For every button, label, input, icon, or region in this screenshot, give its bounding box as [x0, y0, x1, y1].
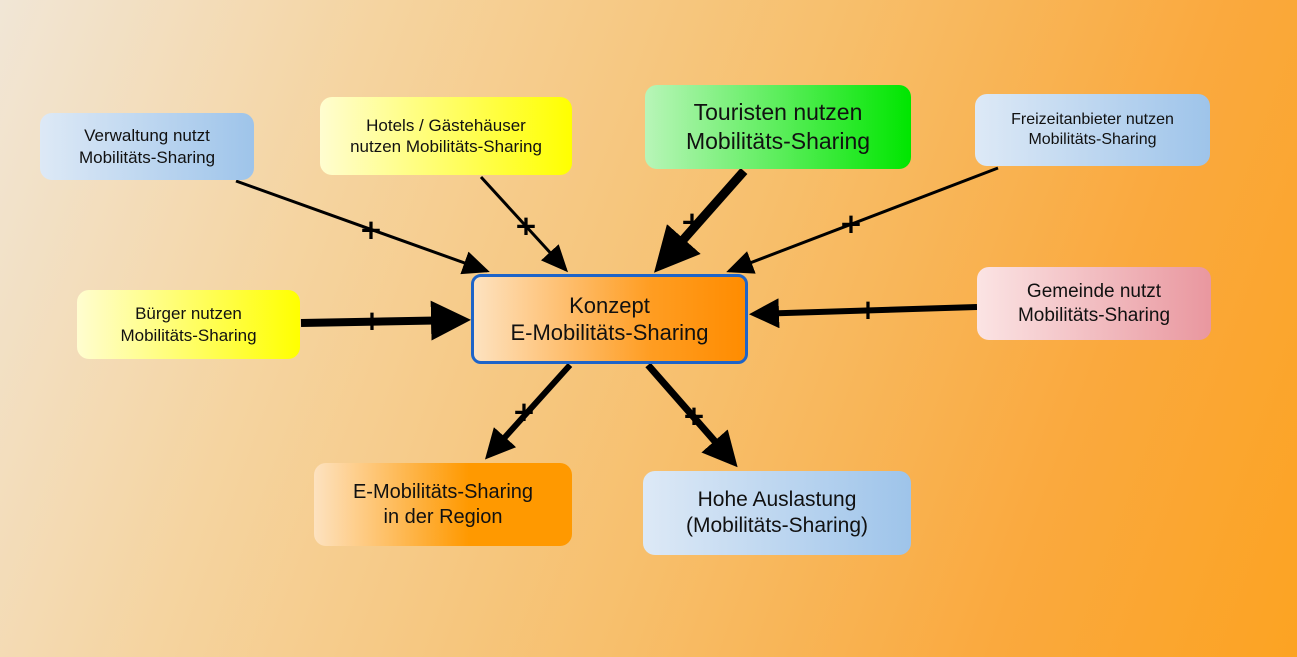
node-buerger-line2: Mobilitäts-Sharing [120, 325, 257, 345]
sign-hotels: + [514, 209, 538, 242]
node-touristen-line1: Touristen nutzen [693, 99, 863, 126]
node-buerger-line1: Bürger nutzen [135, 304, 242, 324]
arrow-gemeinde-to-konzept [749, 298, 978, 329]
node-touristen-line2: Mobilitäts-Sharing [685, 128, 871, 154]
arrow-freizeit-to-konzept [726, 166, 999, 274]
node-region-line1: E-Mobilitäts-Sharing [352, 480, 534, 503]
node-freizeit-line1: Freizeitanbieter nutzen [1011, 111, 1174, 128]
node-auslastung-line1: Hohe Auslastung [697, 487, 857, 511]
node-konzept-line1: Konzept [569, 292, 650, 318]
node-hotels-line1: Hotels / Gästehäuser [366, 115, 526, 135]
node-verwaltung-line1: Verwaltung nutzt [84, 126, 210, 146]
arrow-touristen-to-konzept [654, 168, 748, 273]
node-region-line2: in der Region [383, 505, 503, 528]
node-auslastung-line2: (Mobilitäts-Sharing) [685, 514, 869, 537]
arrow-hotels-to-konzept [479, 175, 569, 273]
arrow-konzept-to-auslastung [645, 362, 738, 468]
node-auslastung: Hohe Auslastung (Mobilitäts-Sharing) [643, 471, 911, 555]
sign-buerger: + [360, 304, 384, 337]
sign-gemeinde: + [856, 293, 880, 326]
arrow-konzept-to-region [484, 362, 573, 460]
node-hotels-line2: nutzen Mobilitäts-Sharing [350, 137, 542, 156]
node-verwaltung-line2: Mobilitäts-Sharing [78, 147, 216, 167]
node-konzept-line2: E-Mobilitäts-Sharing [510, 320, 709, 345]
node-gemeinde-line1: Gemeinde nutzt [1026, 280, 1162, 302]
arrow-buerger-to-konzept [300, 300, 471, 341]
node-freizeit-line2: Mobilitäts-Sharing [1028, 131, 1157, 148]
sign-touristen: + [680, 205, 704, 238]
arrow-verwaltung-to-konzept [235, 179, 490, 275]
sign-freizeit: + [839, 207, 863, 240]
sign-verwaltung: + [359, 213, 383, 246]
sign-region: + [512, 395, 536, 428]
sign-auslastung: + [682, 399, 706, 432]
node-hotels: Hotels / Gästehäuser nutzen Mobilitäts-Sh… [320, 97, 572, 175]
node-gemeinde-line2: Mobilitäts-Sharing [1017, 304, 1171, 326]
